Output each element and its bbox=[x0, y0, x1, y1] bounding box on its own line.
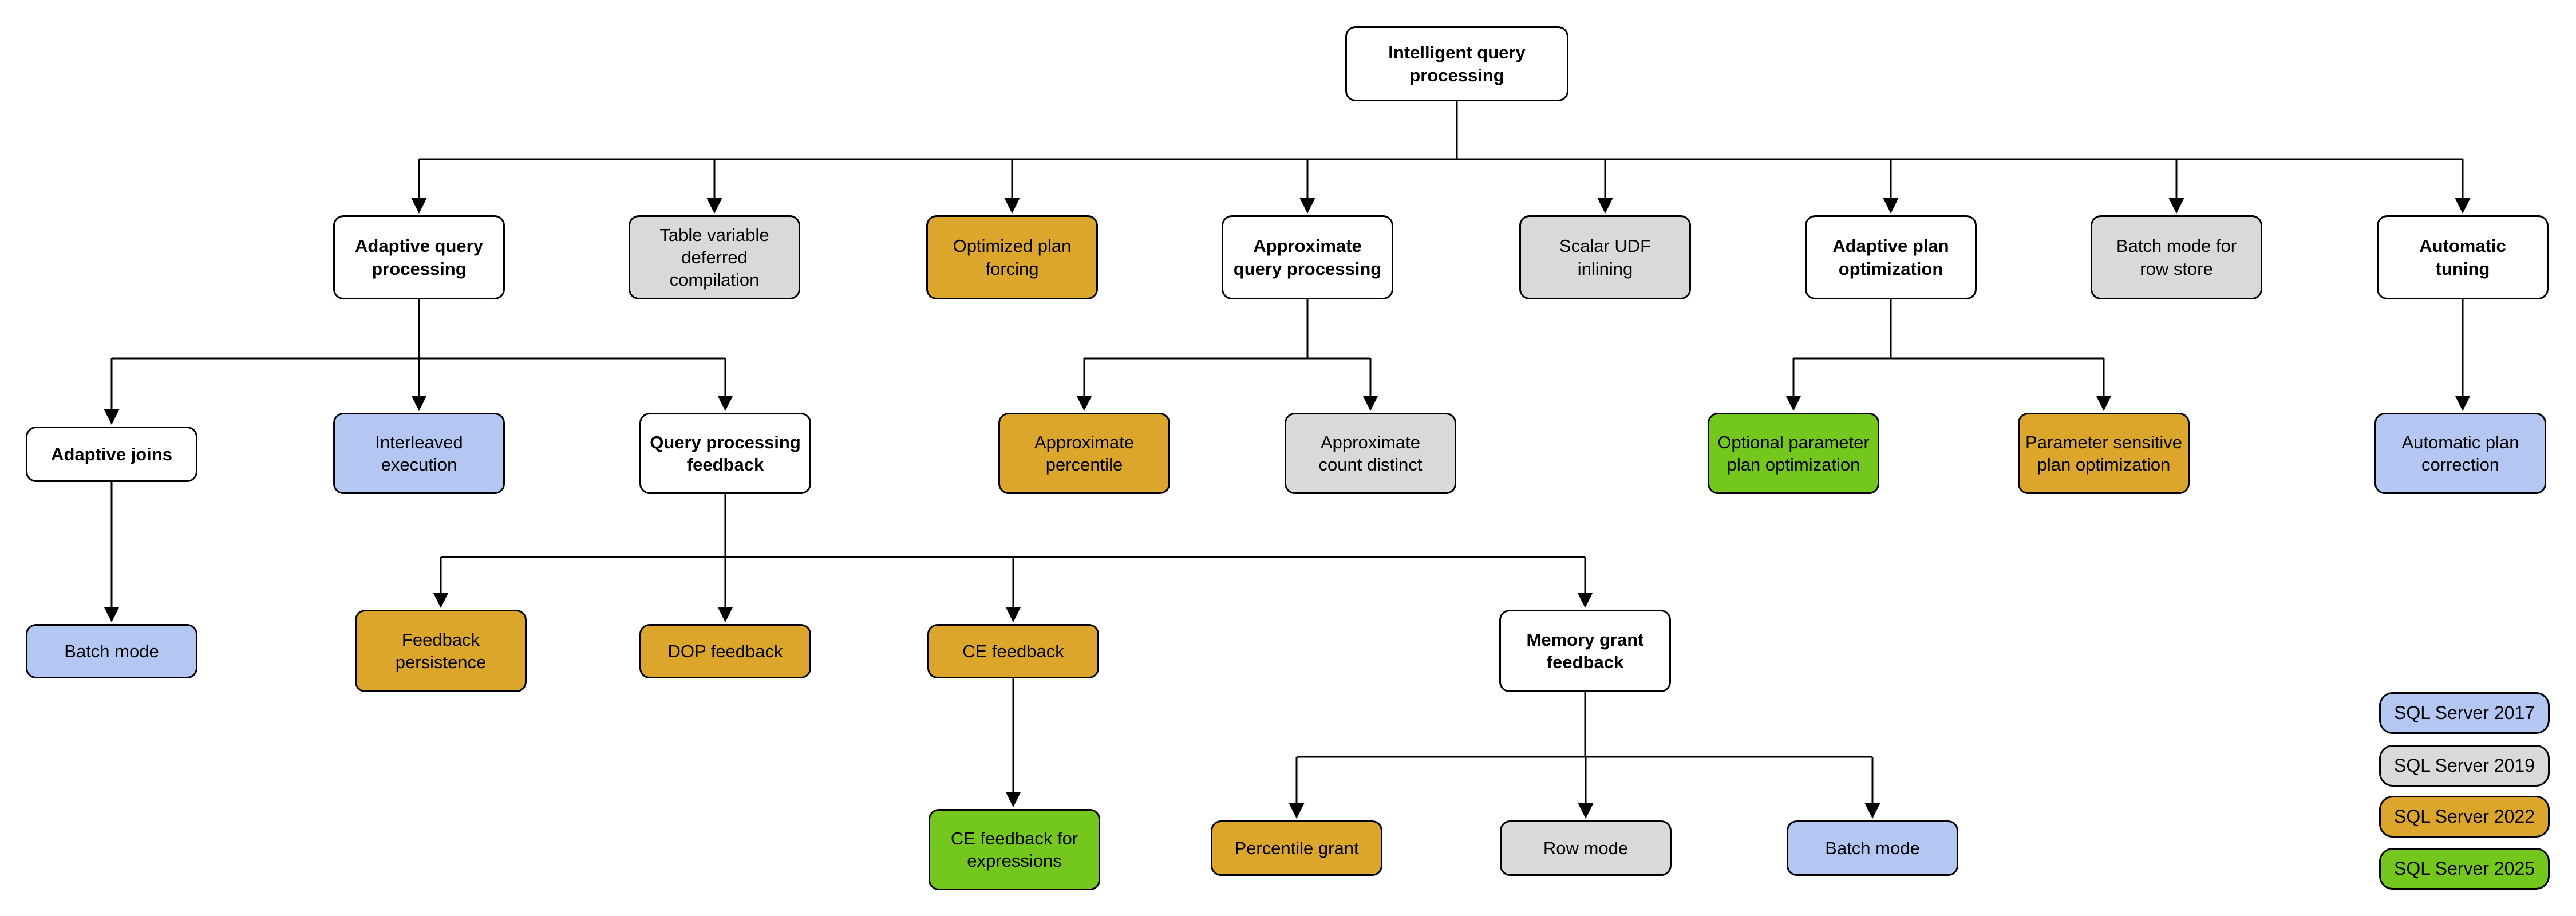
node-automatic-plan-correction: Automatic plan correction bbox=[2374, 413, 2546, 494]
node-memory-grant-feedback: Memory grant feedback bbox=[1499, 610, 1671, 692]
node-dop-feedback: DOP feedback bbox=[639, 624, 811, 678]
node-adaptive-query-processing: Adaptive query processing bbox=[333, 215, 505, 299]
legend-sql-server-2022: SQL Server 2022 bbox=[2379, 796, 2550, 838]
node-table-variable-deferred-compilation: Table variable deferred compilation bbox=[629, 215, 800, 299]
node-ce-feedback-for-expressions: CE feedback for expressions bbox=[929, 809, 1100, 890]
node-percentile-grant: Percentile grant bbox=[1211, 820, 1382, 876]
node-intelligent-query-processing: Intelligent query processing bbox=[1345, 26, 1568, 101]
node-scalar-udf-inlining: Scalar UDF inlining bbox=[1519, 215, 1691, 299]
legend-sql-server-2017: SQL Server 2017 bbox=[2379, 692, 2550, 734]
node-query-processing-feedback: Query processing feedback bbox=[639, 413, 811, 494]
node-optimized-plan-forcing: Optimized plan forcing bbox=[926, 215, 1098, 299]
node-optional-parameter-plan-optimization: Optional parameter plan optimization bbox=[1708, 413, 1879, 494]
node-interleaved-execution: Interleaved execution bbox=[333, 413, 505, 494]
legend-sql-server-2025: SQL Server 2025 bbox=[2379, 848, 2550, 890]
node-approximate-count-distinct: Approximate count distinct bbox=[1285, 413, 1456, 494]
node-automatic-tuning: Automatic tuning bbox=[2377, 215, 2549, 299]
node-parameter-sensitive-plan-optimization: Parameter sensitive plan optimization bbox=[2018, 413, 2190, 494]
node-row-mode: Row mode bbox=[1500, 820, 1672, 876]
node-batch-mode-adaptive-joins: Batch mode bbox=[26, 624, 197, 678]
node-ce-feedback: CE feedback bbox=[927, 624, 1099, 678]
node-batch-mode-for-row-store: Batch mode for row store bbox=[2091, 215, 2262, 299]
legend-sql-server-2019: SQL Server 2019 bbox=[2379, 745, 2550, 787]
node-approximate-percentile: Approximate percentile bbox=[998, 413, 1170, 494]
node-feedback-persistence: Feedback persistence bbox=[355, 610, 527, 692]
node-batch-mode-memory-grant: Batch mode bbox=[1787, 820, 1958, 876]
node-approximate-query-processing: Approximate query processing bbox=[1222, 215, 1393, 299]
node-adaptive-joins: Adaptive joins bbox=[26, 427, 197, 482]
node-adaptive-plan-optimization: Adaptive plan optimization bbox=[1805, 215, 1977, 299]
